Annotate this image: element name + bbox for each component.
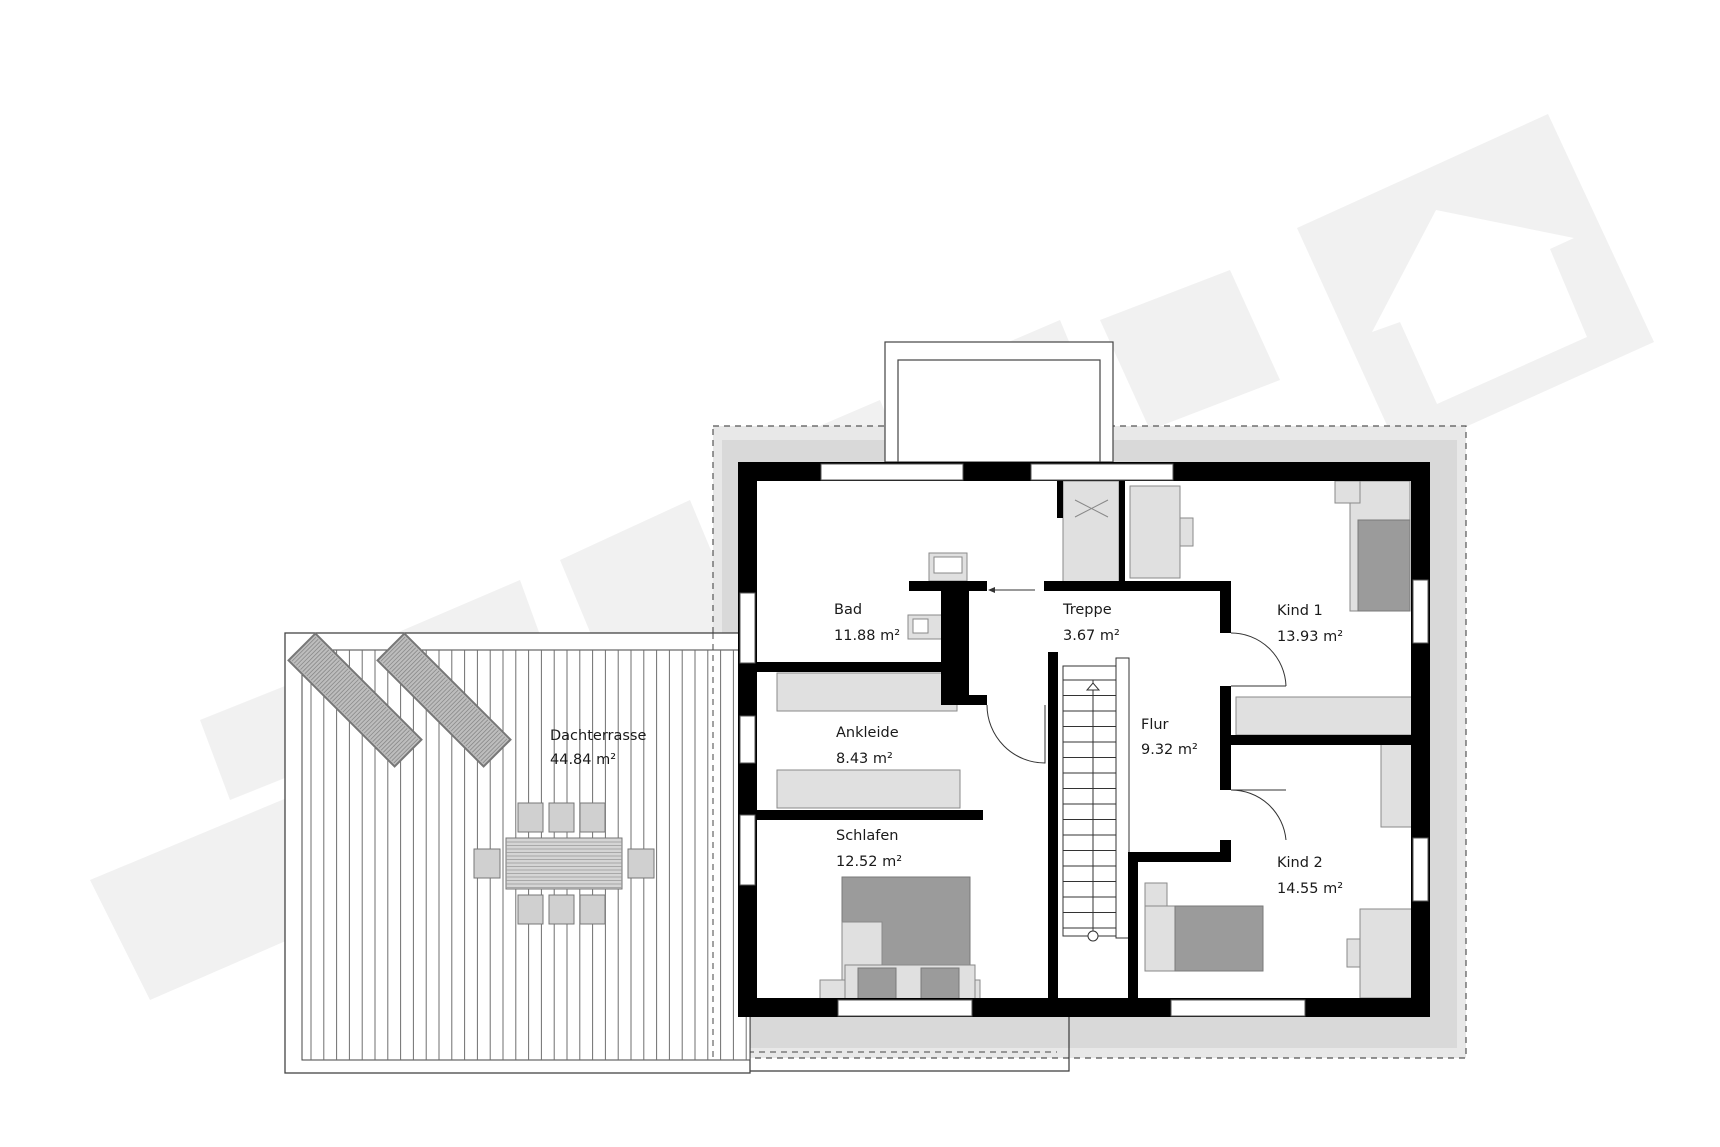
furniture <box>776 480 1413 1006</box>
room-area-schlafen: 12.52 m² <box>836 854 902 870</box>
room-area-kind1: 13.93 m² <box>1277 629 1343 645</box>
room-area-flur: 9.32 m² <box>1141 742 1198 758</box>
room-name-bad: Bad <box>834 602 862 618</box>
sun-lounger-1 <box>287 632 423 768</box>
room-name-kind1: Kind 1 <box>1277 603 1323 619</box>
room-area-kind2: 14.55 m² <box>1277 881 1343 897</box>
staircase <box>1062 657 1130 942</box>
walls <box>738 462 1430 1017</box>
room-area-ankleide: 8.43 m² <box>836 751 893 767</box>
sun-lounger-2 <box>376 632 512 768</box>
room-area-treppe: 3.67 m² <box>1063 628 1120 644</box>
room-area-bad: 11.88 m² <box>834 628 900 644</box>
room-name-dachterrasse: Dachterrasse <box>550 728 646 744</box>
room-name-kind2: Kind 2 <box>1277 855 1323 871</box>
room-name-treppe: Treppe <box>1062 602 1112 618</box>
room-name-flur: Flur <box>1141 717 1169 733</box>
room-area-dachterrasse: 44.84 m² <box>550 752 616 768</box>
doors <box>986 587 1287 841</box>
balcony-outline <box>884 341 1114 463</box>
room-name-ankleide: Ankleide <box>836 725 899 741</box>
room-name-schlafen: Schlafen <box>836 828 899 844</box>
dining-table-set <box>473 802 655 925</box>
room-labels: Bad 11.88 m² Treppe 3.67 m² Kind 1 13.93… <box>550 602 1343 897</box>
